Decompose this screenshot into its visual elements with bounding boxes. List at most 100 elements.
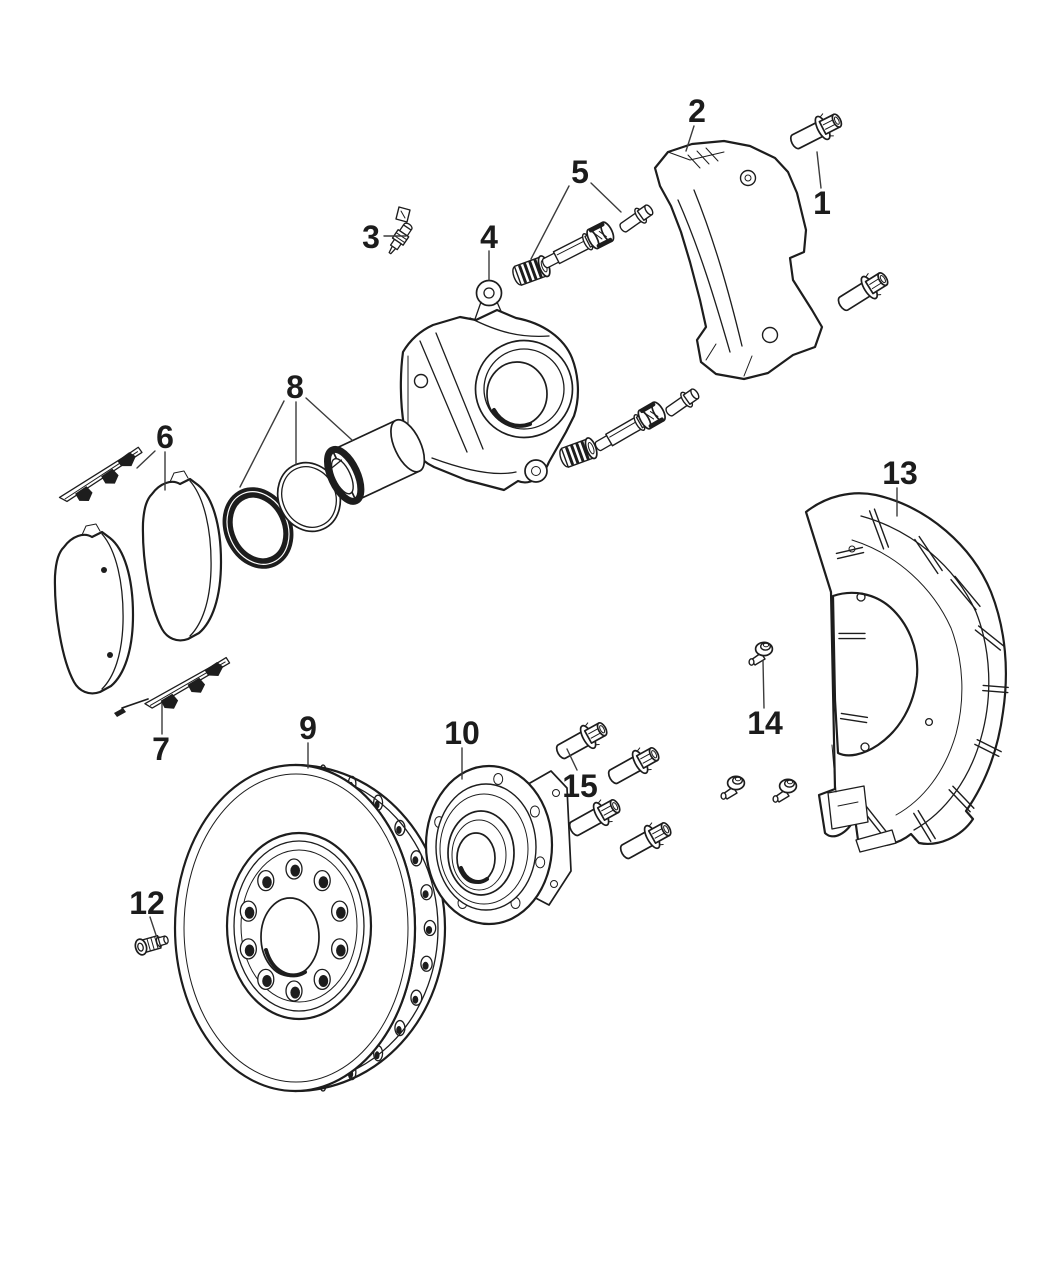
hub-bolt <box>615 815 677 866</box>
hub-bolt <box>603 740 665 791</box>
guide-pin-bolt <box>615 200 657 237</box>
rotor-lug-shadow <box>336 906 346 919</box>
leader-line <box>685 125 695 152</box>
rotor-lug-shadow <box>244 906 255 919</box>
guide-pin <box>589 398 670 459</box>
shield-rib <box>976 738 1002 753</box>
leader-line <box>530 185 570 260</box>
rotor-lug-shadow <box>262 876 272 889</box>
caliper-bracket-drawing <box>653 139 824 381</box>
shield-rib <box>974 629 1002 651</box>
shield-bolt <box>772 778 798 804</box>
caliper-drawing <box>399 279 579 492</box>
shield-rib <box>836 551 865 560</box>
bracket-bolt <box>832 265 894 318</box>
leader-line <box>762 660 765 709</box>
rotor-vent-hole <box>410 989 423 1006</box>
rotor-vent-hole <box>394 819 406 837</box>
shield-bolt <box>748 641 774 667</box>
rotor-vent-shadow <box>422 961 429 970</box>
guide-pin-boot <box>556 435 601 471</box>
leader-line <box>816 151 822 189</box>
leader-line <box>136 450 156 469</box>
caliper-piston <box>323 418 426 505</box>
brake-pad-outer <box>53 523 135 695</box>
shield-rib <box>954 575 981 608</box>
hub-flange-hole <box>493 773 504 786</box>
shield-rib <box>974 743 1000 758</box>
shield-rib <box>917 809 936 840</box>
hub-bearing <box>424 764 572 926</box>
hub-bolt <box>551 715 613 766</box>
callout-10: 10 <box>444 715 480 751</box>
shield-rib <box>913 812 932 843</box>
rotor-vent-shadow <box>422 890 429 899</box>
shield-rib <box>914 538 939 575</box>
rotor-lug-shadow <box>290 986 301 999</box>
shield-rib <box>950 578 977 611</box>
leader-line <box>239 400 285 488</box>
pad-clip-upper <box>51 446 152 510</box>
brake-rotor <box>173 763 447 1093</box>
piston-seal <box>222 487 294 569</box>
rotor-vent-hole <box>423 919 437 937</box>
piston-o-ring <box>276 461 342 533</box>
bleeder-screw-drawing <box>388 222 413 255</box>
guide-pin <box>536 218 619 276</box>
shield-ribs <box>835 508 1009 843</box>
shield-rib <box>873 508 890 548</box>
hub-flange-hole <box>535 856 546 869</box>
rotor-vent-hole <box>394 1019 406 1037</box>
shield-rib <box>982 684 1009 689</box>
callout-2: 2 <box>688 93 706 129</box>
callout-6: 6 <box>156 419 174 455</box>
shield-rib <box>918 535 943 572</box>
pad-clip-lower <box>138 656 238 716</box>
leader-line <box>149 916 157 936</box>
rotor-lug-shadow <box>318 974 329 987</box>
shield-rib <box>840 712 869 719</box>
set-screw <box>134 934 169 956</box>
leader-line <box>566 748 578 771</box>
rotor-vent-shadow <box>425 926 433 934</box>
rotor-vent-shadow <box>396 1026 402 1035</box>
rotor-lug-shadow <box>290 864 301 877</box>
shield-rib <box>952 785 975 809</box>
callout-8: 8 <box>286 369 304 405</box>
hub-flange-hole <box>529 805 540 818</box>
rotor-vent-shadow <box>412 995 419 1004</box>
shield-rib <box>977 625 1005 647</box>
bracket-bolt <box>785 106 847 156</box>
rotor-lug-shadow <box>318 876 329 889</box>
bleeder-cap-drawing <box>395 206 411 223</box>
callout-13: 13 <box>882 455 918 491</box>
rotor-vent-shadow <box>412 856 419 865</box>
rotor-vent-shadow <box>374 1051 380 1060</box>
shield-rib <box>868 510 885 550</box>
rotor-vent-hole <box>420 955 433 972</box>
callout-5: 5 <box>571 154 589 190</box>
rotor-lug-shadow <box>336 944 346 957</box>
shield-rib <box>948 789 971 813</box>
callout-15: 15 <box>562 768 598 804</box>
rotor-lug-shadow <box>244 944 255 957</box>
brake-pad-inner <box>141 470 223 642</box>
callout-7: 7 <box>152 731 170 767</box>
rotor-vent-shadow <box>396 825 402 834</box>
guide-pin-bolt <box>661 384 703 421</box>
callout-4: 4 <box>480 219 498 255</box>
shield-bolt <box>720 775 746 801</box>
callout-9: 9 <box>299 710 317 746</box>
rotor-vent-hole <box>420 884 433 901</box>
callout-12: 12 <box>129 885 165 921</box>
shield-rib <box>839 717 868 724</box>
shield-rib <box>982 689 1009 694</box>
callout-3: 3 <box>362 219 380 255</box>
leader-line <box>590 182 622 213</box>
wear-sensor-wire <box>114 698 149 717</box>
callout-1: 1 <box>813 185 831 221</box>
dust-shield <box>804 492 1009 853</box>
